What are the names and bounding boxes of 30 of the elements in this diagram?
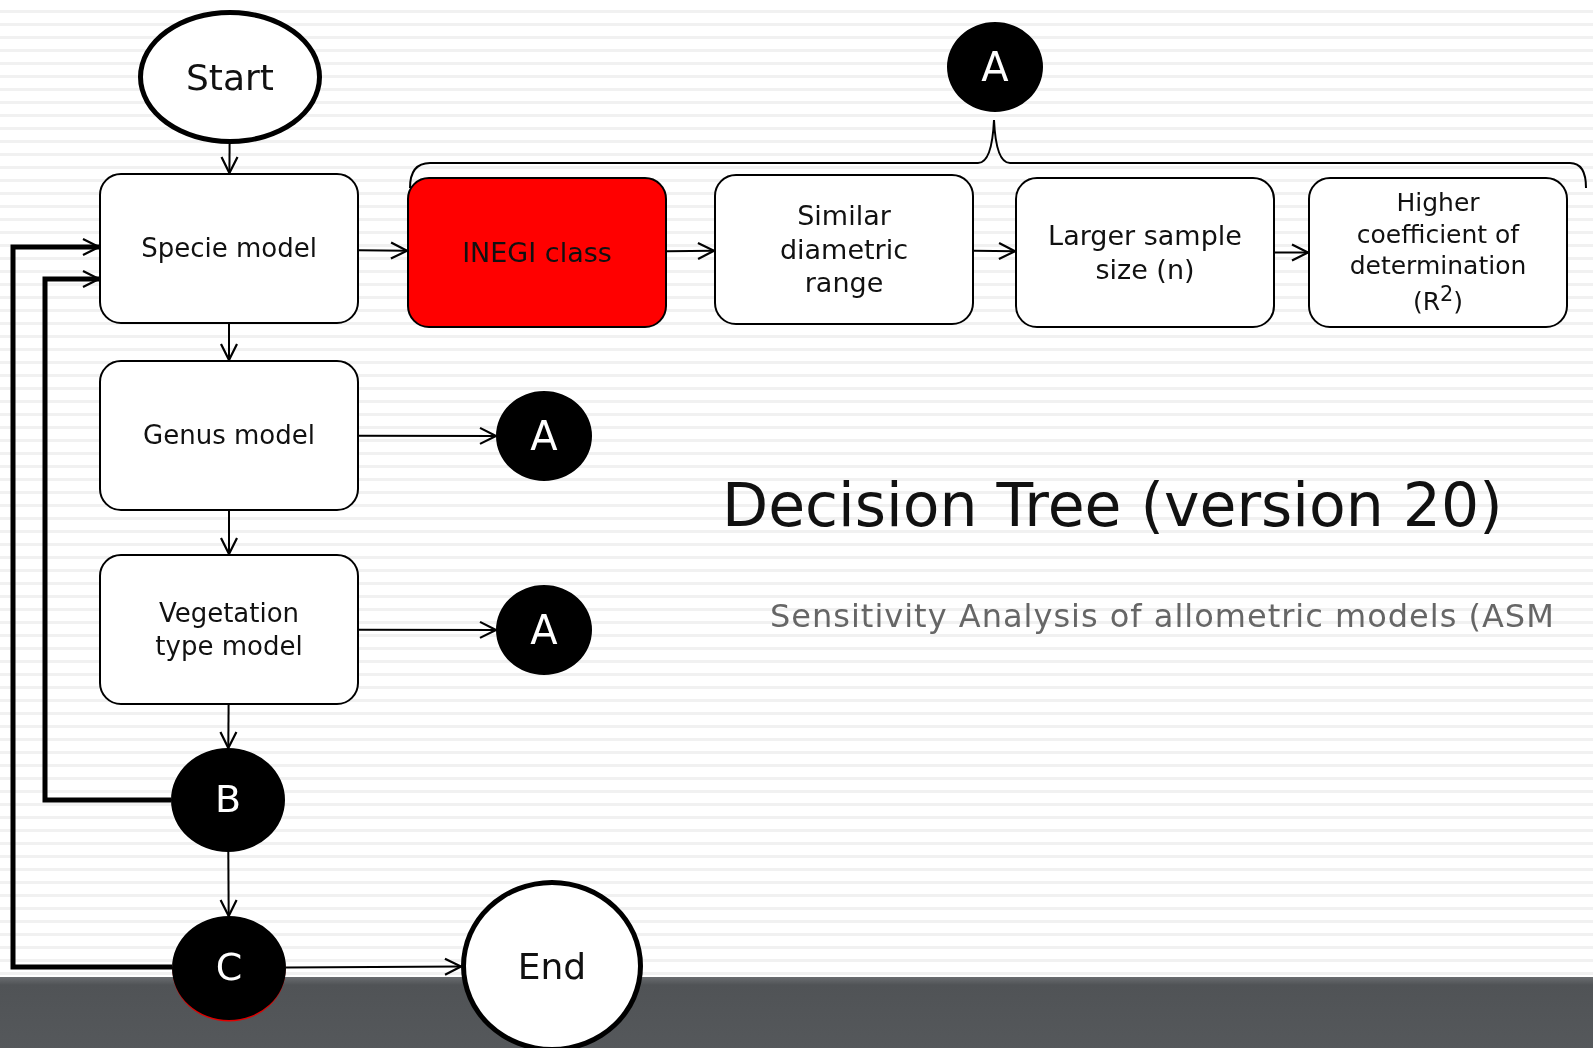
arrow — [973, 241, 1017, 261]
process-box: Vegetation type model — [99, 554, 359, 705]
arrow — [220, 143, 239, 175]
highlighted-box: INEGI class — [407, 177, 667, 328]
arrow — [666, 241, 716, 261]
arrow — [219, 323, 239, 362]
process-box: Specie model — [99, 173, 359, 324]
terminal-ellipse: Start — [138, 10, 322, 144]
connector-circle: A — [496, 391, 592, 481]
process-box: Higher coefficient of determination (R$^{2}$) — [1308, 177, 1568, 328]
connector-circle: C — [172, 916, 286, 1020]
arrow — [1274, 243, 1310, 262]
connector-circle: A — [496, 585, 592, 675]
arrow — [219, 510, 239, 556]
arrow — [358, 620, 498, 639]
arrow — [10, 237, 172, 970]
arrow — [358, 426, 498, 445]
arrow — [358, 241, 409, 260]
subtitle-text: Sensitivity Analysis of allometric models (ASM — [770, 597, 1555, 635]
arrow — [285, 957, 463, 976]
diagram-title: Decision Tree (version 20) — [722, 470, 1503, 540]
terminal-ellipse: End — [461, 880, 643, 1048]
process-box: Genus model — [99, 360, 359, 511]
process-box: Similar diametric range — [714, 174, 974, 325]
connector-circle: B — [171, 748, 285, 852]
arrow — [42, 269, 171, 803]
arrow — [219, 704, 238, 750]
process-box: Larger sample size (n) — [1015, 177, 1275, 328]
arrow — [219, 851, 238, 918]
connector-circle: A — [947, 22, 1043, 112]
